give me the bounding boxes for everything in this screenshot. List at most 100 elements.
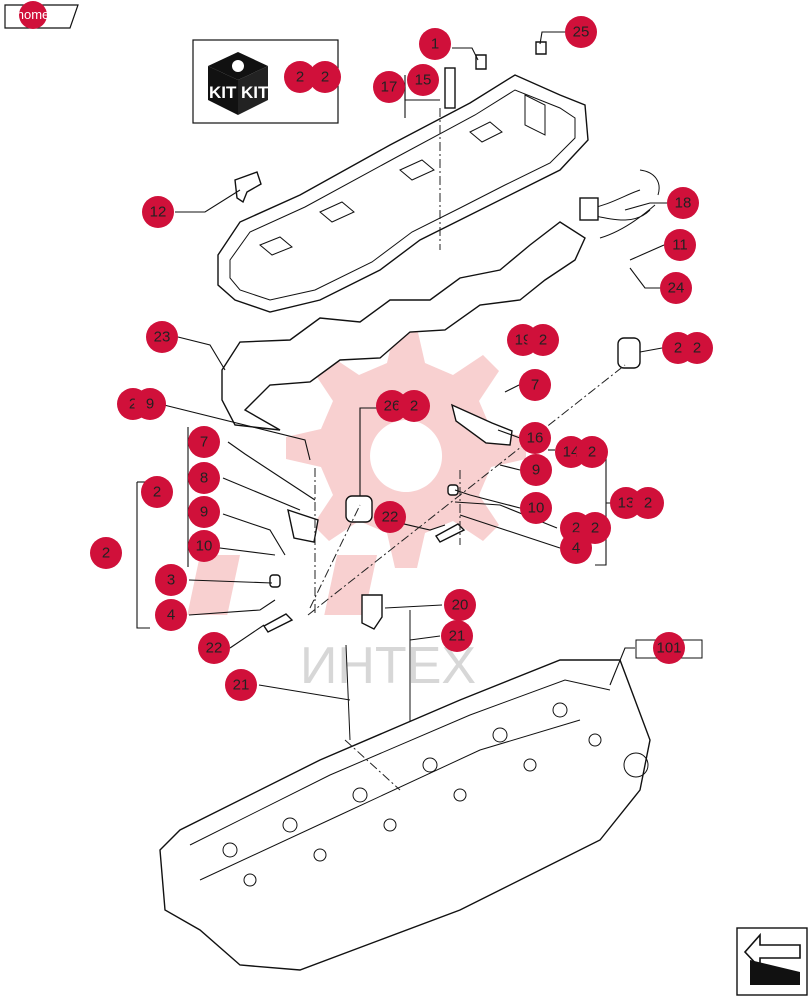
callout-9-right[interactable]: 9 [520,454,552,486]
svg-text:20: 20 [452,597,469,614]
home-button[interactable]: home [4,1,79,29]
svg-text:7: 7 [200,434,208,451]
dashed-alignment-lines [307,108,626,791]
sleeve-drawing [617,337,641,369]
callout-9-top[interactable]: 9 [134,388,166,420]
svg-text:2: 2 [102,545,110,562]
callout-8[interactable]: 8 [188,462,220,494]
callout-2-e[interactable]: 2 [681,332,713,364]
callout-10-right[interactable]: 10 [520,492,552,524]
svg-text:2: 2 [296,69,304,86]
callout-12[interactable]: 12 [142,196,174,228]
callout-4-right[interactable]: 4 [560,532,592,564]
bolt-1-drawing [475,54,487,70]
svg-text:2: 2 [129,396,137,413]
bolt-25-drawing [535,41,547,55]
svg-text:2: 2 [644,495,652,512]
harness-connector-icon [579,197,599,221]
callout-22-left[interactable]: 22 [198,632,230,664]
callout-4-left[interactable]: 4 [155,599,187,631]
callout-11[interactable]: 11 [664,229,696,261]
valve-cover-drawing [217,74,589,313]
back-arrow-icon [750,960,800,985]
callout-22-right[interactable]: 22 [374,501,406,533]
svg-text:3: 3 [167,572,175,589]
svg-text:25: 25 [573,24,590,41]
svg-text:23: 23 [154,329,171,346]
callout-7-left[interactable]: 7 [188,426,220,458]
washer-3-drawing [269,574,281,588]
svg-text:19: 19 [515,332,532,349]
callout-2-c[interactable]: 2 [527,324,559,356]
callout-1[interactable]: 1 [419,28,451,60]
callout-3[interactable]: 3 [155,564,187,596]
svg-text:2: 2 [410,398,418,415]
svg-text:10: 10 [528,500,545,517]
callout-26[interactable]: 26 [376,390,408,422]
svg-text:101: 101 [656,640,681,657]
callout-2-kit-a[interactable]: 2 [284,61,316,93]
svg-text:17: 17 [381,79,398,96]
bracket-20-drawing [361,594,383,630]
callout-24[interactable]: 24 [660,272,692,304]
callout-10-left[interactable]: 10 [188,530,220,562]
svg-text:2: 2 [153,484,161,501]
svg-text:12: 12 [150,204,167,221]
svg-text:2: 2 [588,444,596,461]
sleeve-26-drawing [345,495,373,523]
callout-16[interactable]: 16 [519,422,551,454]
svg-text:4: 4 [167,607,175,624]
wiring-harness-drawing [584,169,660,239]
svg-text:2: 2 [591,520,599,537]
kit-icon: KIT KIT [208,52,269,115]
callout-9-left[interactable]: 9 [188,496,220,528]
svg-text:1: 1 [431,36,439,53]
washer-right-drawing [447,484,459,496]
svg-text:2: 2 [674,340,682,357]
svg-text:26: 26 [384,398,401,415]
cylinder-head-drawing [159,659,651,971]
rocker-left-drawing [287,508,319,543]
back-arrow-button[interactable] [736,927,808,996]
clip-12-drawing [234,171,262,204]
svg-text:2: 2 [539,332,547,349]
callout-21-left[interactable]: 21 [225,669,257,701]
callout-18[interactable]: 18 [667,187,699,219]
svg-text:22: 22 [206,640,223,657]
svg-text:9: 9 [146,396,154,413]
svg-text:21: 21 [449,628,466,645]
callout-2-g[interactable]: 2 [398,390,430,422]
bridge-22-right-drawing [434,523,466,543]
stud-15-drawing [444,67,456,109]
svg-text:2: 2 [693,340,701,357]
callout-2-j[interactable]: 2 [632,487,664,519]
callout-21-right[interactable]: 21 [441,620,473,652]
svg-text:21: 21 [233,677,250,694]
callout-7-right[interactable]: 7 [519,369,551,401]
home-label: home [17,7,50,22]
svg-text:18: 18 [675,195,692,212]
svg-text:9: 9 [200,504,208,521]
callout-17[interactable]: 17 [373,71,405,103]
callout-25[interactable]: 25 [565,16,597,48]
callout-2-l[interactable]: 2 [579,512,611,544]
pushrod-left-drawing [345,644,351,741]
svg-text:14: 14 [563,444,580,461]
svg-text:24: 24 [668,280,685,297]
callout-101[interactable]: 101 [653,632,685,664]
callout-20[interactable]: 20 [444,589,476,621]
svg-text:15: 15 [415,72,432,89]
callout-2-kit-b[interactable]: 2 [309,61,341,93]
callout-2-m[interactable]: 2 [90,537,122,569]
callout-13[interactable]: 13 [610,487,642,519]
callout-15[interactable]: 15 [407,64,439,96]
svg-text:11: 11 [672,237,688,254]
callout-23[interactable]: 23 [146,321,178,353]
svg-text:13: 13 [618,495,635,512]
rocker-right-drawing [450,403,513,446]
callout-2-i[interactable]: 2 [141,476,173,508]
svg-text:16: 16 [527,430,544,447]
kit-label-left: KIT [209,83,237,102]
callout-2-h[interactable]: 2 [576,436,608,468]
